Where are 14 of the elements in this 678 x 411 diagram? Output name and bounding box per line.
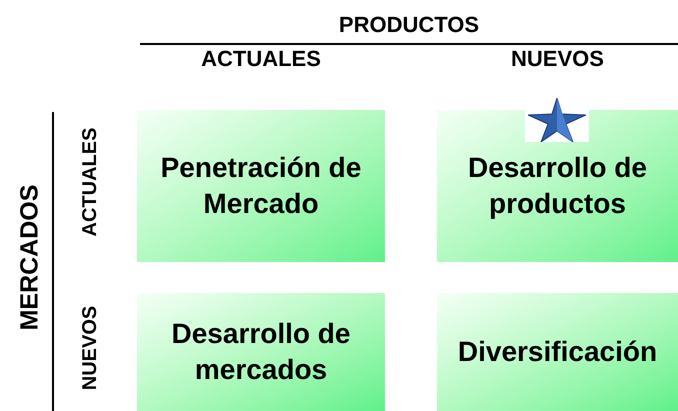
axis-label: NUEVOS xyxy=(511,46,604,71)
strategy-box xyxy=(137,110,385,262)
strategy-text: Diversificación xyxy=(456,334,658,369)
strategy-box xyxy=(137,293,385,411)
axis-label: ACTUALES xyxy=(201,46,321,71)
strategy-text: Desarrollo de mercados xyxy=(170,316,352,387)
strategy-text: Penetración de Mercado xyxy=(160,150,362,221)
strategy-box xyxy=(437,110,678,262)
axis-label: PRODUCTOS xyxy=(338,12,480,37)
axis-label: NUEVOS xyxy=(79,306,101,390)
strategy-text: Desarrollo de productos xyxy=(467,150,648,221)
axis-label: MERCADOS xyxy=(16,184,44,330)
axis-label: ACTUALES xyxy=(79,128,101,236)
strategy-box xyxy=(437,293,678,411)
